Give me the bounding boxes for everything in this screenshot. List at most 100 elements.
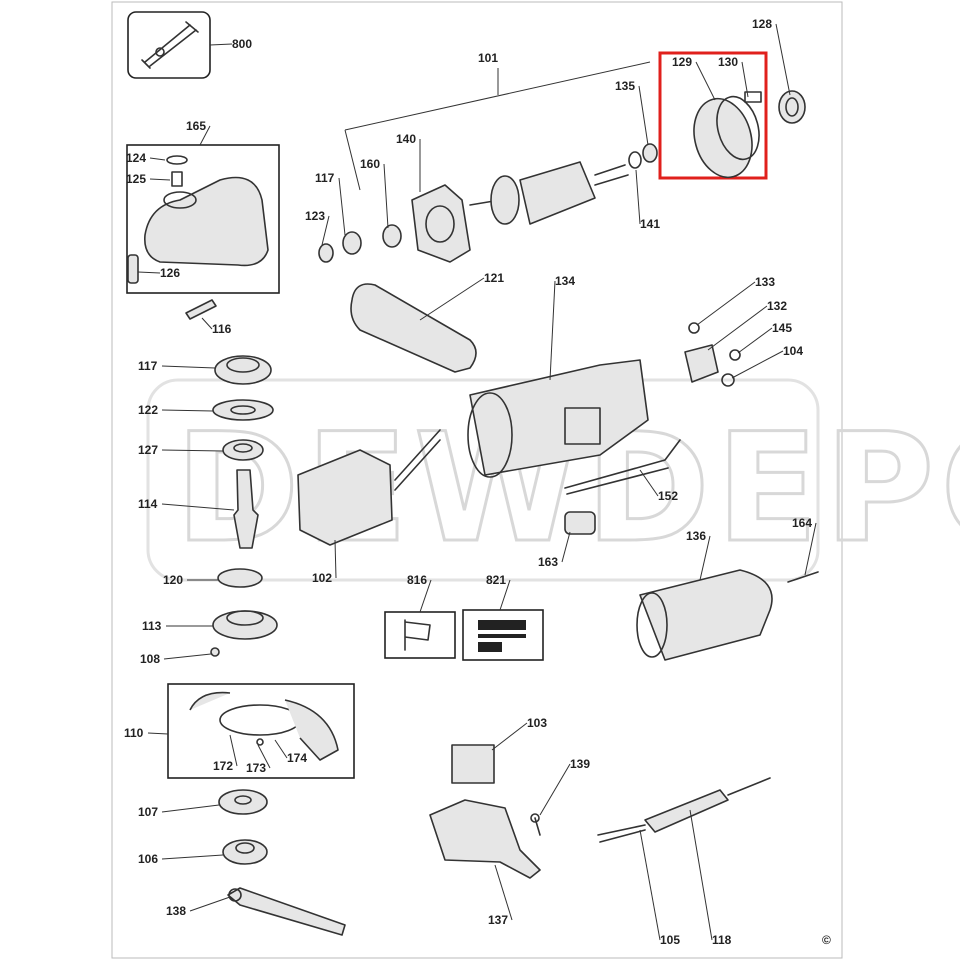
callout-106: 106 <box>138 852 158 866</box>
leader-174 <box>274 739 288 759</box>
leader-108 <box>163 653 212 660</box>
callout-135: 135 <box>615 79 635 93</box>
highlight-box <box>658 51 768 180</box>
leader-138 <box>189 896 231 912</box>
callout-821: 821 <box>486 573 506 587</box>
callout-110: 110 <box>124 726 144 740</box>
part-135-141-rings <box>628 143 658 169</box>
callout-139: 139 <box>570 757 590 771</box>
callout-107: 107 <box>138 805 158 819</box>
callout-138: 138 <box>166 904 186 918</box>
callout-165: 165 <box>186 119 206 133</box>
callout-leaders <box>137 23 817 941</box>
part-armature <box>469 161 629 225</box>
callout-164: 164 <box>792 516 812 530</box>
callout-132: 132 <box>767 299 787 313</box>
callout-127: 127 <box>138 443 158 457</box>
part-137-switch <box>429 799 541 879</box>
part-103-brush-holder <box>451 744 495 784</box>
diagram-frame <box>111 1 843 959</box>
callout-copyright: © <box>822 933 831 947</box>
part-821-label <box>462 609 544 661</box>
leader-106 <box>161 854 224 860</box>
callout-122: 122 <box>138 403 158 417</box>
part-816-label <box>384 611 456 659</box>
leader-105 <box>639 829 661 941</box>
leader-816 <box>419 579 432 613</box>
leader-800 <box>209 43 233 46</box>
callout-128: 128 <box>752 17 772 31</box>
callout-172: 172 <box>213 759 233 773</box>
leader-124 <box>149 157 166 161</box>
callout-102: 102 <box>312 571 332 585</box>
callout-117b: 117 <box>138 359 158 373</box>
callout-174: 174 <box>287 751 307 765</box>
callout-105: 105 <box>660 933 680 947</box>
part-105-cord <box>597 777 771 843</box>
part-134-motor-housing <box>467 359 649 478</box>
part-127-bearing <box>222 439 264 461</box>
callout-113: 113 <box>142 619 162 633</box>
leader-165 <box>199 125 211 146</box>
callout-126: 126 <box>160 266 180 280</box>
leader-117b <box>161 365 216 369</box>
leader-135 <box>638 85 649 146</box>
callout-137: 137 <box>488 913 508 927</box>
part-139-screw <box>530 813 541 836</box>
part-116-brush <box>185 299 217 320</box>
part-130-bearing-housing <box>658 51 768 180</box>
leader-126 <box>137 271 161 274</box>
leader-132 <box>707 305 768 351</box>
callout-123: 123 <box>305 209 325 223</box>
callout-103: 103 <box>527 716 547 730</box>
callout-125: 125 <box>126 172 146 186</box>
part-117-160-123 <box>318 224 402 263</box>
leader-121 <box>419 277 485 321</box>
part-164-screw <box>787 571 819 583</box>
callout-173: 173 <box>246 761 266 775</box>
callout-141: 141 <box>640 217 660 231</box>
leader-129 <box>695 61 716 101</box>
part-107-outer-flange <box>218 789 268 815</box>
part-140-bearing-plate <box>411 184 471 263</box>
part-101-bracket <box>344 61 651 191</box>
callout-124: 124 <box>126 151 146 165</box>
part-114-spindle <box>233 469 259 549</box>
part-152-cable <box>564 439 681 495</box>
leader-130 <box>741 61 749 98</box>
part-121-side-handle <box>350 283 477 373</box>
leader-116 <box>201 317 213 330</box>
leader-145 <box>737 327 773 354</box>
leader-107 <box>161 804 220 813</box>
callout-117: 117 <box>315 171 335 185</box>
callout-160: 160 <box>360 157 380 171</box>
part-110-guard <box>167 683 355 779</box>
leader-125 <box>149 178 171 181</box>
part-800-tool <box>127 11 211 79</box>
part-128-washer <box>778 90 806 124</box>
callout-108: 108 <box>140 652 160 666</box>
part-102-field <box>297 429 441 546</box>
leader-102 <box>334 539 337 579</box>
part-136-tail-cover <box>636 569 773 661</box>
leader-821 <box>499 579 511 611</box>
callout-121: 121 <box>484 271 504 285</box>
callout-133: 133 <box>755 275 775 289</box>
leader-110 <box>147 732 169 735</box>
callout-136: 136 <box>686 529 706 543</box>
callout-152: 152 <box>658 489 678 503</box>
leader-118 <box>689 809 713 941</box>
leader-114 <box>161 503 235 511</box>
callout-118: 118 <box>712 933 732 947</box>
leader-137 <box>494 864 513 921</box>
callout-130: 130 <box>718 55 738 69</box>
leader-133 <box>696 281 756 326</box>
callout-104: 104 <box>783 344 803 358</box>
callout-129: 129 <box>672 55 692 69</box>
callout-116: 116 <box>212 322 232 336</box>
part-120-ring <box>217 568 263 588</box>
part-switch-group <box>684 322 741 387</box>
part-163-plug <box>564 511 596 535</box>
